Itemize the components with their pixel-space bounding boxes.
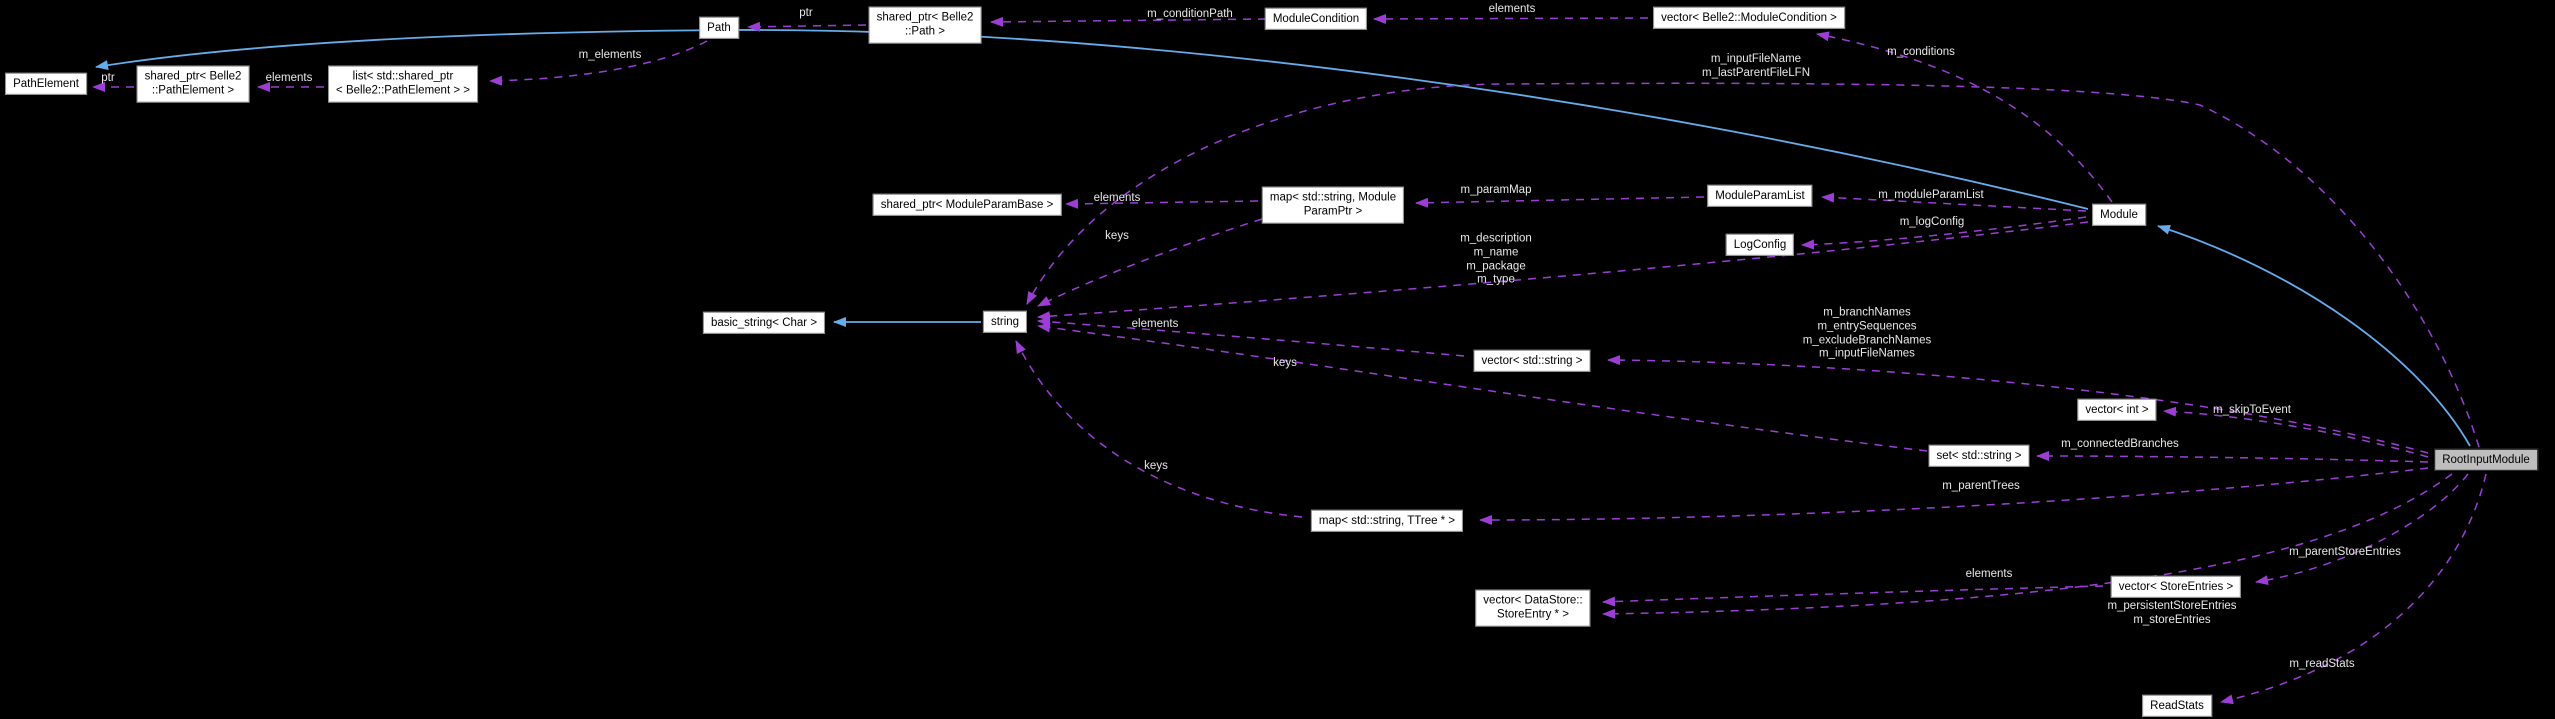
- edge-mparenttrees-mapttree: [1479, 467, 2429, 525]
- class-node-map-string-ttree[interactable]: map< std::string, TTree * >: [1310, 509, 1464, 533]
- class-node-shared-ptr-moduleparambase[interactable]: shared_ptr< ModuleParamBase >: [872, 193, 1062, 217]
- edge-mskiptoevent-vectorint: [2163, 406, 2429, 458]
- edge-elements-modulecondition: [1373, 13, 1649, 24]
- class-node-vector-datastore-storeentry[interactable]: vector< DataStore:: StoreEntry * >: [1475, 589, 1591, 627]
- edge-mbranchnames-vectorstring: [1607, 355, 2429, 454]
- edge-elements-string-fromvector: [1037, 316, 1465, 357]
- edge-minputfilename-string-arc: [1026, 82, 2480, 448]
- class-node-vector-std-string[interactable]: vector< std::string >: [1473, 349, 1591, 373]
- class-node-list-shared-ptr-pathelement[interactable]: list< std::shared_ptr < Belle2::PathElem…: [328, 65, 478, 103]
- class-node-shared-ptr-pathelement[interactable]: shared_ptr< Belle2 ::PathElement >: [136, 65, 250, 103]
- edge-mconditionpath-sharedptrpath: [990, 16, 1267, 27]
- edge-elements-vectordatastore: [1602, 585, 2104, 607]
- edge-inherit-rootinputmodule-module: [2157, 224, 2471, 447]
- class-node-vector-int[interactable]: vector< int >: [2077, 398, 2157, 422]
- class-node-path[interactable]: Path: [699, 16, 739, 40]
- edge-mconnectedbranches-setstring: [2036, 451, 2429, 463]
- class-node-vector-storeentries[interactable]: vector< StoreEntries >: [2110, 575, 2242, 599]
- class-node-moduleparamlist[interactable]: ModuleParamList: [1707, 184, 1813, 208]
- edge-melements-list: [489, 40, 708, 86]
- edge-keys-string-frommap: [1037, 218, 1263, 307]
- class-node-modulecondition[interactable]: ModuleCondition: [1264, 7, 1368, 31]
- class-node-pathelement[interactable]: PathElement: [5, 72, 87, 96]
- class-node-readstats[interactable]: ReadStats: [2142, 694, 2212, 718]
- class-node-rootinputmodule[interactable]: RootInputModule: [2434, 448, 2538, 472]
- edge-mconditions-vectormodulecondition: [1816, 31, 2113, 203]
- edge-mlogconfig: [1801, 216, 2087, 250]
- class-node-basic-string-char[interactable]: basic_string< Char >: [702, 311, 826, 335]
- edge-keys-string-fromset: [1037, 322, 1928, 452]
- edge-ptr-path: [747, 21, 867, 32]
- class-node-module[interactable]: Module: [2092, 203, 2146, 227]
- edge-mparammap-map: [1415, 196, 1705, 208]
- class-node-map-string-moduleparamptr[interactable]: map< std::string, Module ParamPtr >: [1261, 186, 1405, 224]
- class-node-string[interactable]: string: [982, 310, 1028, 334]
- edge-mpersistentstoreentries-vectordatastore: [1602, 473, 2453, 619]
- edge-mdescription-string: [1037, 221, 2089, 322]
- edge-mparentstoreentries-vectorstoreentries: [2255, 473, 2469, 586]
- edge-keys-string-fromttreemap: [1015, 340, 1303, 518]
- class-node-vector-modulecondition[interactable]: vector< Belle2::ModuleCondition >: [1653, 6, 1845, 30]
- class-node-set-std-string[interactable]: set< std::string >: [1928, 444, 2030, 468]
- edge-elements-sharedptrmoduleparambase: [1065, 198, 1259, 209]
- edge-mreadstats-readstats: [2220, 473, 2487, 705]
- edge-inherit-module-pathelement: [95, 29, 2089, 210]
- class-node-logconfig[interactable]: LogConfig: [1725, 233, 1795, 257]
- class-node-shared-ptr-path[interactable]: shared_ptr< Belle2 ::Path >: [868, 6, 982, 44]
